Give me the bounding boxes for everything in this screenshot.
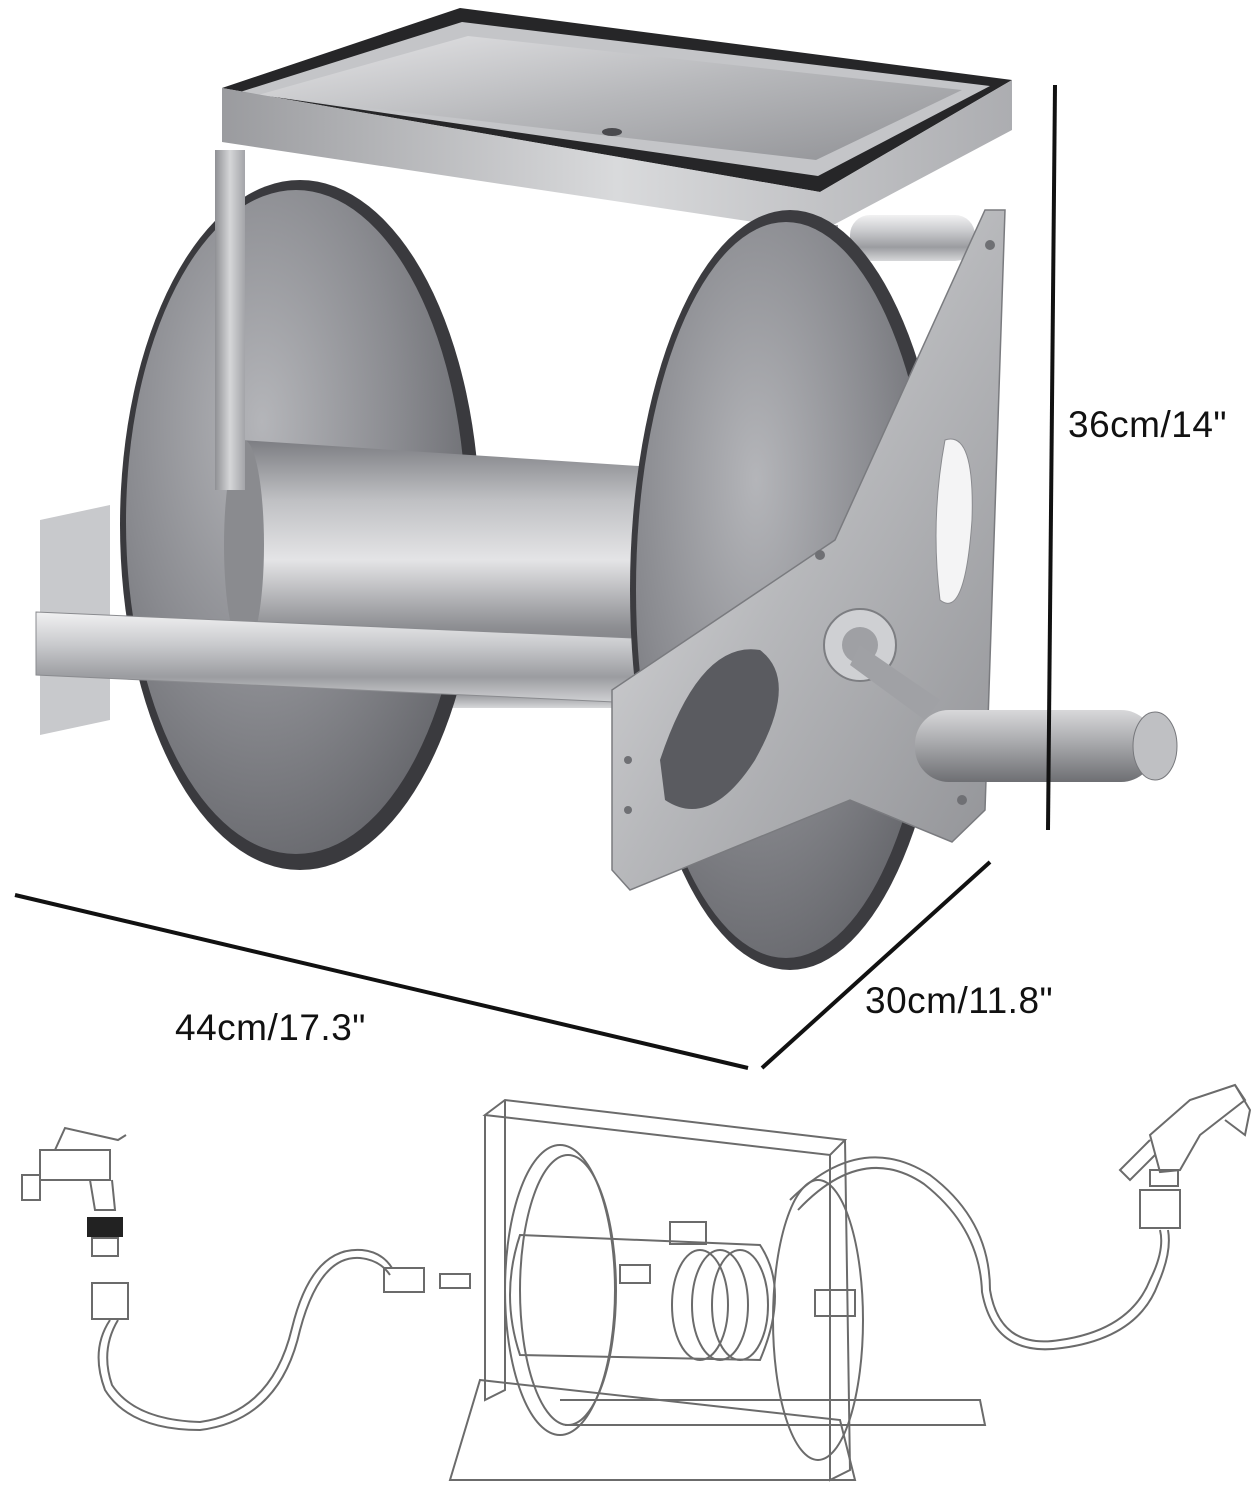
height-dimension-line: [1046, 84, 1057, 831]
hose-reel-photo: [35, 8, 1178, 970]
width-dimension-label: 44cm/17.3": [175, 1007, 366, 1048]
faucet-icon: [21, 1126, 127, 1211]
depth-dimension-line: [760, 860, 992, 1070]
installation-diagram: [21, 1083, 1252, 1482]
depth-dimension-label: 30cm/11.8": [865, 980, 1054, 1021]
dimension-lines: [14, 84, 1057, 1070]
spray-nozzle-icon: [1118, 1083, 1252, 1187]
height-dimension-label: 36cm/14": [1068, 404, 1228, 445]
reel-line-drawing: [448, 1098, 987, 1482]
tap-adapter-icon: [87, 1217, 123, 1257]
width-dimension-line: [14, 893, 749, 1070]
